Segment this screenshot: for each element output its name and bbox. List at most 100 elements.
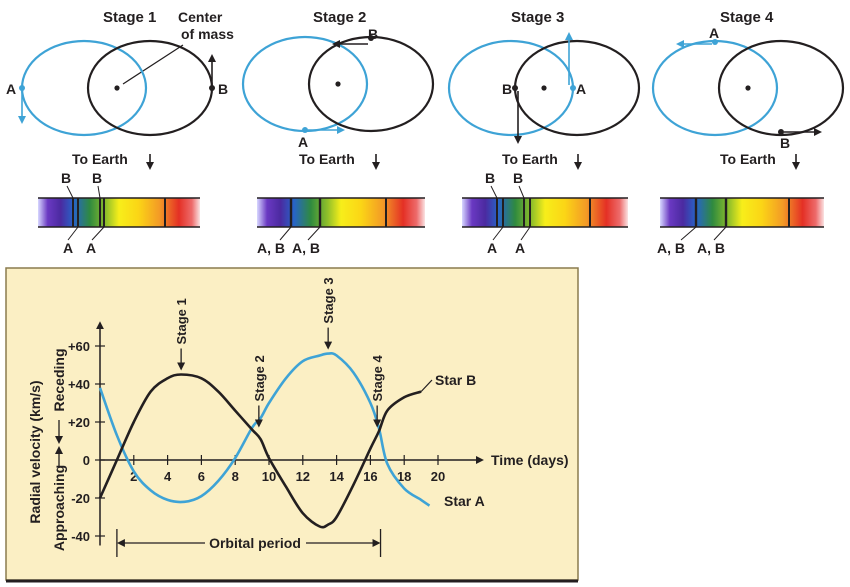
star-b — [209, 85, 215, 91]
star-a — [712, 39, 718, 45]
series-label-star-a: Star A — [444, 493, 485, 509]
approaching-label: Approaching — [51, 465, 67, 551]
spectrum-bottom-label: A — [63, 240, 73, 256]
center-of-mass-label-line2: of mass — [181, 26, 234, 42]
y-axis-label-group: Radial velocity (km/s) — [27, 380, 43, 523]
chart-panel — [6, 268, 578, 580]
x-tick-label: 12 — [296, 469, 310, 484]
stage-2-annotation-label: Stage 2 — [252, 355, 267, 401]
center-of-mass-dot — [745, 85, 751, 91]
spectrum-top-label: B — [485, 170, 495, 186]
y-tick-label: +60 — [68, 339, 90, 354]
x-tick-label: 6 — [198, 469, 205, 484]
star-a-label: A — [298, 134, 308, 150]
stage-4-annotation-label: Stage 4 — [370, 354, 385, 401]
stage-3: Stage 3 A B To Earth B B A A — [447, 9, 641, 256]
chart-series — [98, 352, 433, 529]
orbital-period-label: Orbital period — [209, 535, 301, 551]
y-tick-label: +40 — [68, 377, 90, 392]
star-b — [368, 35, 374, 41]
center-of-mass-label-line1: Center — [178, 9, 223, 25]
receding-label: Receding — [51, 348, 67, 411]
x-tick-label: 16 — [363, 469, 377, 484]
center-of-mass-dot — [541, 85, 547, 91]
star-b-label: B — [502, 81, 512, 97]
star-b-label: B — [218, 81, 228, 97]
radial-velocity-chart: 2 4 6 8 10 12 14 16 18 20 -40 -20 0 +20 +40 +60 Stage 1… — [5, 267, 579, 583]
spectrum-bottom-label: A — [86, 240, 96, 256]
star-b-orbit — [307, 35, 435, 133]
stage-3-title: Stage 3 — [511, 9, 564, 26]
spectrum-bottom-label: A — [515, 240, 525, 256]
x-axis-label: Time (days) — [491, 452, 569, 468]
center-of-mass-pointer — [122, 44, 184, 85]
x-tick-label: 10 — [262, 469, 276, 484]
stage-4-annotation: Stage 4 — [370, 354, 385, 401]
stage-3-annotation-label: Stage 3 — [321, 277, 336, 323]
spectrum-band — [462, 198, 628, 227]
star-b-leader — [420, 379, 433, 393]
spectrum-band — [660, 198, 824, 227]
spectrum-top-label: B — [513, 170, 523, 186]
spectrum-bottom-label: A, B — [292, 240, 320, 256]
to-earth-label: To Earth — [299, 151, 355, 167]
star-a-label: A — [576, 81, 586, 97]
spectrum-bottom-label: A — [487, 240, 497, 256]
stage-1-annotation: Stage 1 — [174, 298, 189, 344]
spectrum-band — [38, 198, 200, 227]
spectrum-bottom-label: A, B — [657, 240, 685, 256]
spectrum — [462, 197, 628, 228]
series-label-star-b: Star B — [435, 372, 476, 388]
center-of-mass-dot — [114, 85, 120, 91]
star-b-orbit — [86, 39, 214, 137]
star-a — [570, 85, 576, 91]
star-b — [512, 85, 518, 91]
to-earth-label: To Earth — [502, 151, 558, 167]
star-b-curve — [98, 373, 422, 529]
x-tick-label: 2 — [130, 469, 137, 484]
center-of-mass-dot — [335, 81, 341, 87]
star-a — [302, 127, 308, 133]
spectrum-bottom-label: A, B — [697, 240, 725, 256]
stage-2: Stage 2 B A To Earth A, B A, B — [241, 9, 435, 256]
stage-1-title: Stage 1 — [103, 9, 156, 26]
y-tick-label: -20 — [71, 491, 90, 506]
spectrum-band — [257, 198, 425, 227]
stage-1-annotation-label: Stage 1 — [174, 298, 189, 344]
spectrum-top-label: B — [61, 170, 71, 186]
x-tick-label: 18 — [397, 469, 411, 484]
x-tick-label: 14 — [329, 469, 344, 484]
spectrum-top-label: B — [92, 170, 102, 186]
star-a-orbit — [20, 39, 148, 137]
y-tick-label: 0 — [83, 453, 90, 468]
stage-3-annotation: Stage 3 — [321, 277, 336, 323]
star-a-orbit — [651, 39, 779, 137]
star-b-label: B — [368, 26, 378, 42]
to-earth-label: To Earth — [720, 151, 776, 167]
stage-1: Stage 1 Center of mass A B To Earth B B … — [6, 9, 234, 256]
star-a-label: A — [6, 81, 16, 97]
star-a-orbit — [241, 35, 369, 133]
y-tick-label: +20 — [68, 415, 90, 430]
star-b-orbit — [717, 39, 845, 137]
stage-4-title: Stage 4 — [720, 9, 774, 26]
stage-2-annotation: Stage 2 — [252, 355, 267, 401]
to-earth-label: To Earth — [72, 151, 128, 167]
spectrum — [257, 197, 425, 228]
star-a-label: A — [709, 25, 719, 41]
y-tick-label: -40 — [71, 529, 90, 544]
star-b — [778, 129, 784, 135]
spectrum — [38, 197, 200, 228]
y-axis-label: Radial velocity (km/s) — [27, 380, 43, 523]
x-tick-label: 4 — [164, 469, 172, 484]
chart-axes: 2 4 6 8 10 12 14 16 18 20 -40 -20 0 +20 +40 +60 — [68, 321, 484, 546]
spectrum-bottom-label: A, B — [257, 240, 285, 256]
x-tick-label: 20 — [431, 469, 445, 484]
star-a — [19, 85, 25, 91]
chart-annotations: Stage 1 Stage 2 Stage 3 Stage 4 — [116, 277, 385, 557]
star-b-label: B — [780, 135, 790, 151]
stage-4: Stage 4 A B To Earth A, B A, B — [651, 9, 845, 256]
x-tick-label: 8 — [232, 469, 239, 484]
stage-2-title: Stage 2 — [313, 9, 366, 26]
